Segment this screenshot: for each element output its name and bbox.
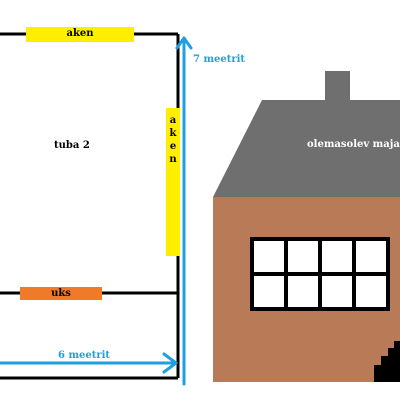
window-pane [288,276,318,307]
house-stairs [374,341,400,382]
window-pane [322,276,352,307]
top-window-label: aken [66,28,94,39]
door [20,287,102,300]
room-label: tuba 2 [54,140,90,151]
window-pane [322,241,352,272]
height-dimension-label: 7 meetrit [193,54,246,65]
side-window [166,108,180,256]
width-dimension-arrow [0,352,178,374]
window-pane [356,276,386,307]
window-pane [288,241,318,272]
height-dimension-arrow [175,36,193,386]
window-pane [254,276,284,307]
house-roof [213,100,400,197]
house-window [250,237,390,311]
room-walls [0,32,180,380]
width-dimension-label: 6 meetrit [58,350,111,361]
house-window-panes [254,241,386,307]
window-pane [356,241,386,272]
top-window [26,27,134,42]
door-label: uks [51,288,71,299]
window-pane [254,241,284,272]
house-label: olemasolev maja [307,139,400,150]
